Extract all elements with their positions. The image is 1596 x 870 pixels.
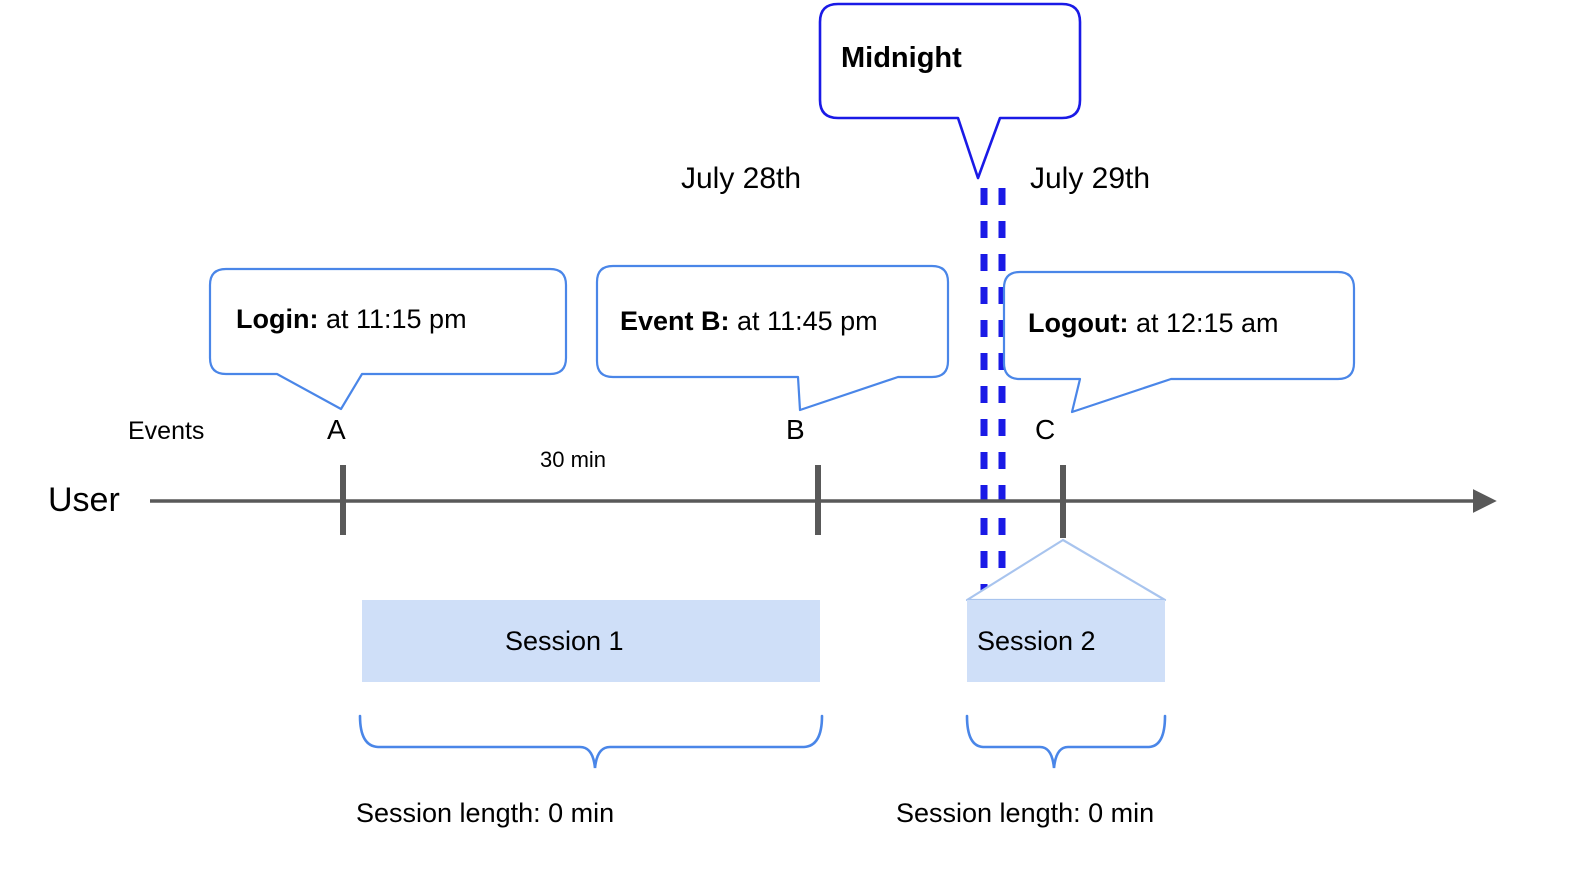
session-2-bar <box>967 600 1165 682</box>
logout-callout-text: Logout: at 12:15 am <box>1028 310 1279 337</box>
session-2-length-label: Session length: 0 min <box>896 798 1155 828</box>
midnight-label: Midnight <box>841 42 962 74</box>
session-1-bar <box>362 600 820 682</box>
logout-callout-bold: Logout: <box>1028 308 1129 338</box>
user-row-label: User <box>48 481 120 519</box>
session-1-length-label: Session length: 0 min <box>356 798 615 828</box>
session-2-label: Session 2 <box>977 626 1096 656</box>
marker-label-c: C <box>1035 414 1056 445</box>
event-b-callout-text: Event B: at 11:45 pm <box>620 308 878 335</box>
logout-callout-shape <box>1002 270 1356 414</box>
login-callout-shape <box>208 267 568 411</box>
event-b-callout-rest: at 11:45 pm <box>729 306 878 336</box>
login-callout-text: Login: at 11:15 pm <box>236 306 467 333</box>
midnight-callout-shape <box>818 2 1082 180</box>
date-label-july-28: July 28th <box>681 162 802 195</box>
login-callout-rest: at 11:15 pm <box>318 304 467 334</box>
event-b-callout-bold: Event B: <box>620 306 730 336</box>
duration-label-30-min: 30 min <box>540 447 607 472</box>
event-b-callout-shape <box>595 264 950 412</box>
marker-label-a: A <box>327 414 346 445</box>
session-1-label: Session 1 <box>505 626 624 656</box>
session-2-brace <box>965 714 1167 769</box>
session-2-tail <box>965 538 1167 602</box>
login-callout-bold: Login: <box>236 304 319 334</box>
date-label-july-29: July 29th <box>1030 162 1151 195</box>
session-1-brace <box>358 714 824 769</box>
marker-label-b: B <box>786 414 805 445</box>
events-row-label: Events <box>128 417 205 445</box>
logout-callout-rest: at 12:15 am <box>1128 308 1279 338</box>
